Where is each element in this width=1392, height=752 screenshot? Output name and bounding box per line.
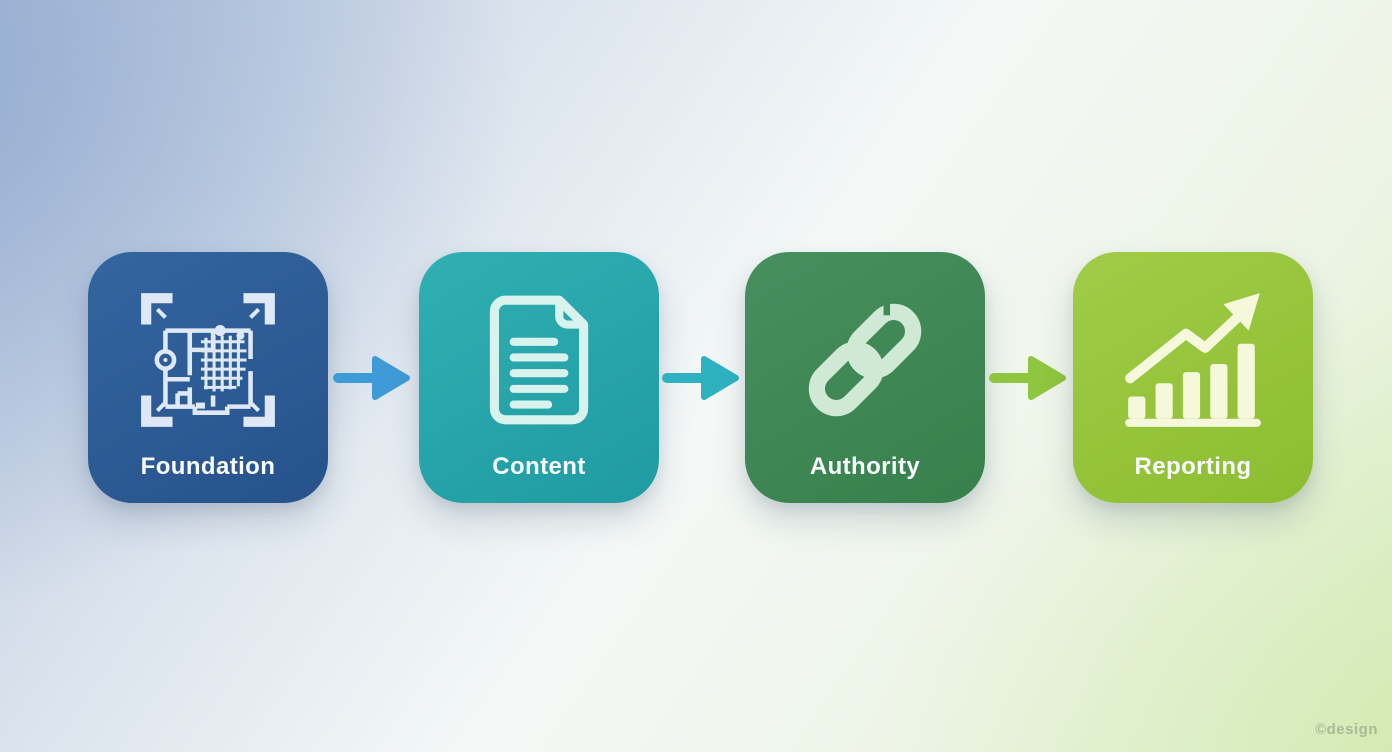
step-label: Content	[492, 453, 586, 480]
arrow-right-icon	[662, 349, 742, 407]
step-card-authority: Authority	[745, 252, 985, 503]
step-card-content: Content	[419, 252, 659, 503]
step-label: Authority	[809, 453, 921, 480]
blueprint-icon	[132, 284, 284, 436]
arrow-right-icon	[333, 349, 413, 407]
step-label: Reporting	[1134, 453, 1252, 480]
document-icon	[463, 284, 615, 436]
arrow-right-icon	[989, 349, 1069, 407]
step-card-foundation: Foundation	[88, 252, 328, 503]
step-card-reporting: Reporting	[1073, 252, 1313, 503]
watermark: ©design	[1315, 721, 1378, 738]
growth-chart-icon	[1117, 284, 1269, 436]
step-label: Foundation	[140, 453, 276, 480]
chain-link-icon	[789, 284, 941, 436]
